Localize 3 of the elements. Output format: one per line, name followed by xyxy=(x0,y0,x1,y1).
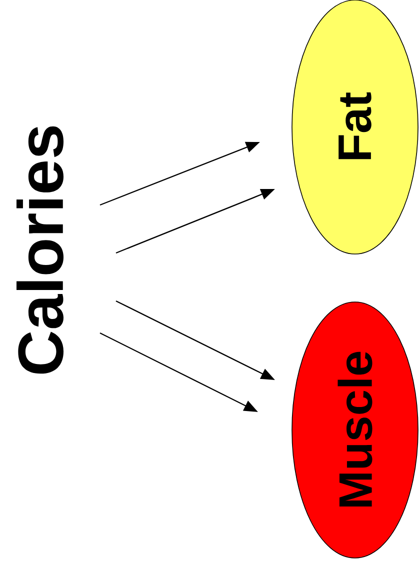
ellipse-node: Muscle xyxy=(292,302,418,558)
text-label: Calories xyxy=(16,126,64,374)
ellipse-node: Fat xyxy=(292,0,418,254)
